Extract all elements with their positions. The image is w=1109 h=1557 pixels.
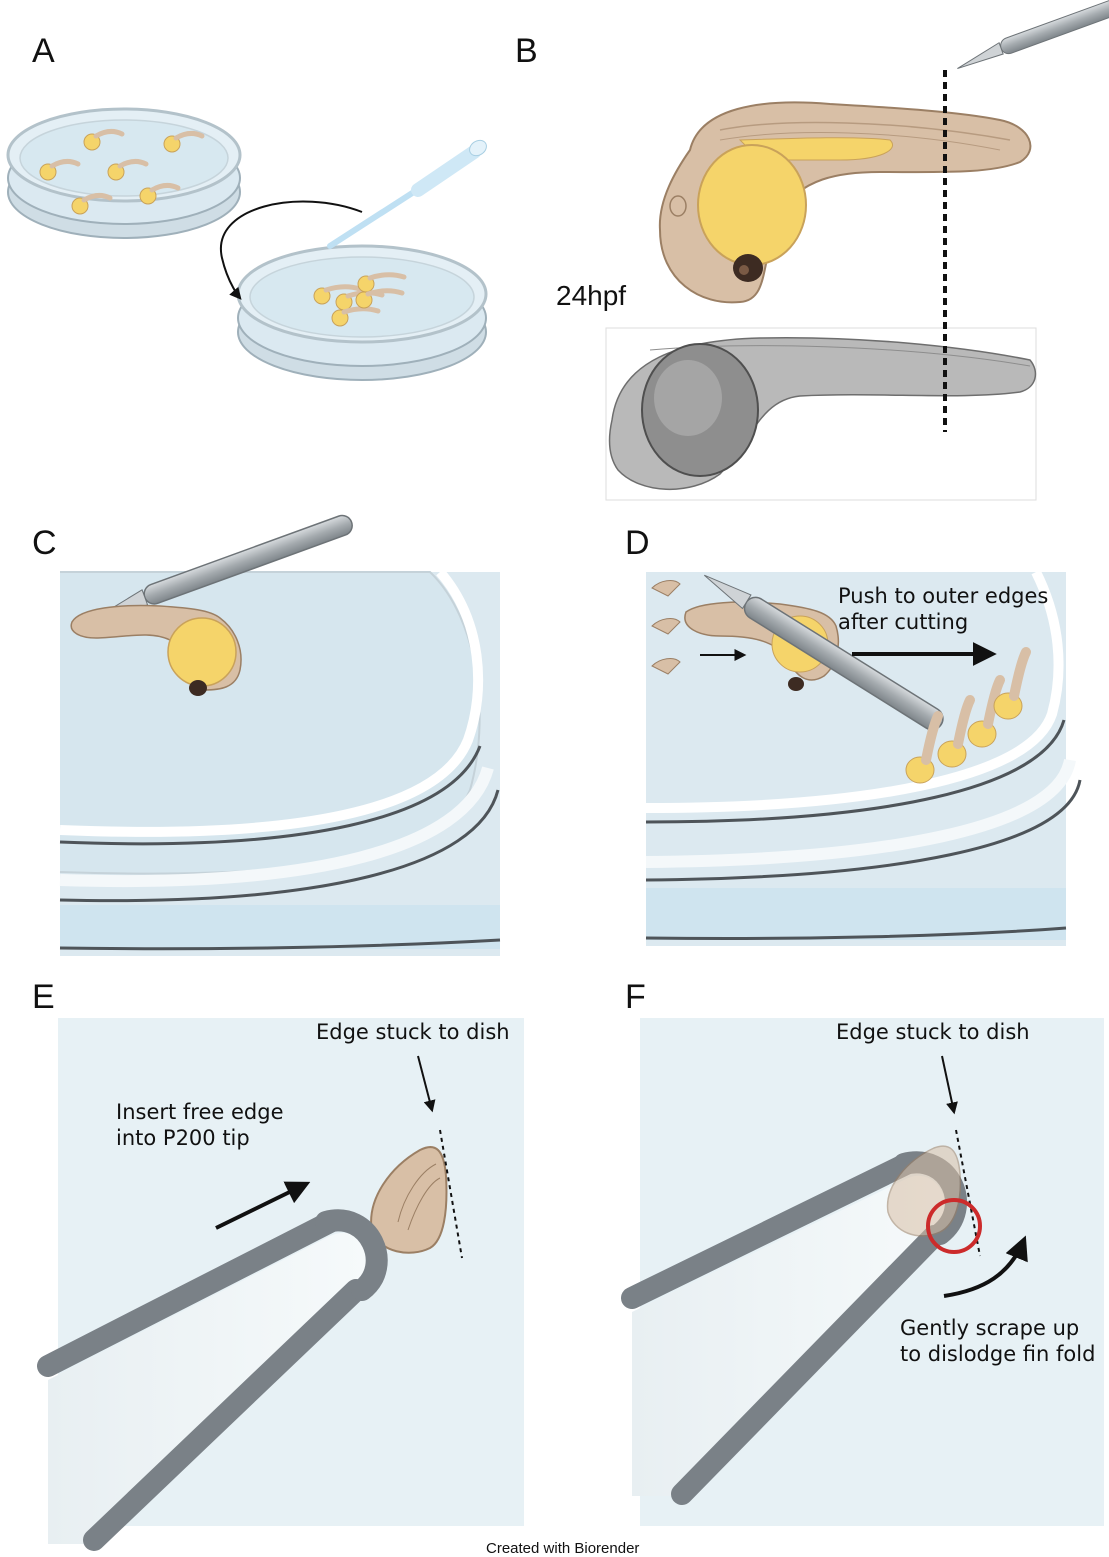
petri-dish-target bbox=[238, 246, 486, 380]
edge-stuck-label-f: Edge stuck to dish bbox=[836, 1020, 1030, 1045]
push-annotation-line2: after cutting bbox=[838, 610, 968, 635]
panel-letter-a: A bbox=[32, 32, 55, 71]
panel-b-illustration bbox=[606, 0, 1109, 500]
scalpel-b bbox=[953, 0, 1109, 72]
panel-letter-c: C bbox=[32, 524, 57, 563]
panel-c-illustration bbox=[60, 513, 500, 956]
panel-a-illustration bbox=[8, 109, 489, 380]
panel-e-illustration bbox=[48, 1018, 524, 1544]
panel-letter-d: D bbox=[625, 524, 650, 563]
panel-letter-f: F bbox=[625, 978, 646, 1017]
panel-letter-b: B bbox=[515, 32, 538, 71]
scrape-label-line1: Gently scrape up bbox=[900, 1316, 1079, 1341]
panel-f-illustration bbox=[632, 1018, 1104, 1526]
embryo-24hpf-illustration bbox=[660, 102, 1031, 302]
biorender-credit: Created with Biorender bbox=[486, 1540, 639, 1557]
panel-letter-e: E bbox=[32, 978, 55, 1017]
insert-label-line1: Insert free edge bbox=[116, 1100, 284, 1125]
push-annotation-line1: Push to outer edges bbox=[838, 584, 1048, 609]
insert-label-line2: into P200 tip bbox=[116, 1126, 250, 1151]
scrape-label-line2: to dislodge fin fold bbox=[900, 1342, 1095, 1367]
stage-label-24hpf: 24hpf bbox=[556, 280, 626, 312]
edge-stuck-label-e: Edge stuck to dish bbox=[316, 1020, 510, 1045]
embryo-micrograph bbox=[606, 328, 1036, 500]
transfer-pipette bbox=[330, 137, 489, 246]
